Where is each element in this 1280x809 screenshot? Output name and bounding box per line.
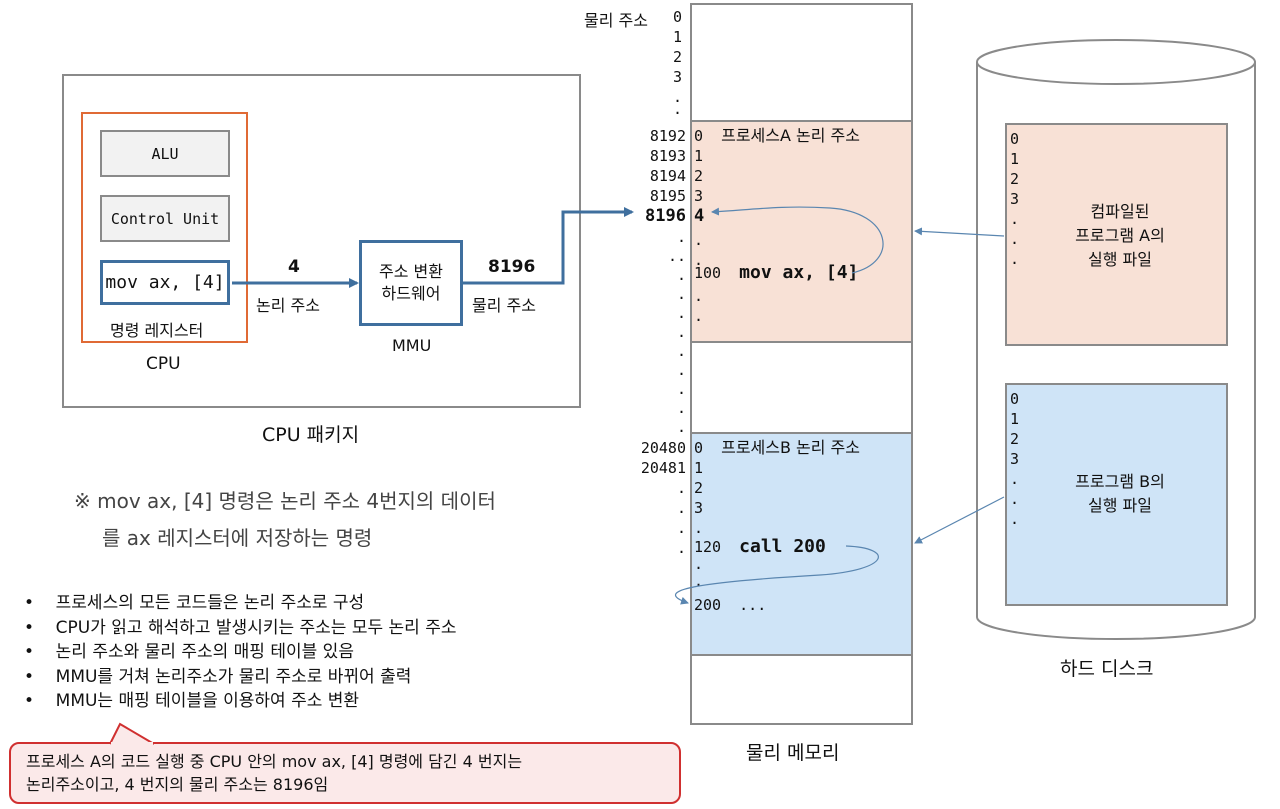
alu-label: ALU bbox=[151, 144, 179, 163]
address-header: 물리 주소 bbox=[584, 11, 648, 30]
gap-dots: . . . . . bbox=[676, 342, 686, 436]
process-a-phys-addresses: 8192 8193 8194 8195 8196 bbox=[630, 126, 686, 226]
program-a-file bbox=[1005, 123, 1228, 346]
list-item: • MMU를 거쳐 논리주소가 물리 주소로 바뀌어 출력 bbox=[24, 666, 412, 687]
process-b-phys-addresses: 20480 20481 . . . . bbox=[640, 439, 686, 557]
logical-address-value: 4 bbox=[288, 257, 300, 277]
process-b-region bbox=[690, 432, 913, 656]
process-b-title: 프로세스B 논리 주소 bbox=[721, 438, 861, 457]
control-unit-label: Control Unit bbox=[110, 209, 220, 228]
process-a-logical: 0 프로세스A 논리 주소 1 2 3 4 . . bbox=[694, 126, 860, 269]
memory-label: 물리 메모리 bbox=[746, 742, 840, 764]
instruction-register-label: 명령 레지스터 bbox=[110, 321, 204, 340]
instruction-text: mov ax, [4] bbox=[105, 272, 225, 293]
phys-8196: 8196 bbox=[645, 206, 686, 226]
callout-text: 프로세스 A의 코드 실행 중 CPU 안의 mov ax, [4] 명령에 담… bbox=[26, 750, 522, 796]
physical-address-label: 물리 주소 bbox=[472, 296, 536, 315]
program-b-file bbox=[1005, 383, 1228, 606]
alu-box: ALU bbox=[100, 130, 230, 177]
callout-line2: 논리주소이고, 4 번지의 물리 주소는 8196임 bbox=[26, 775, 329, 794]
program-a-description: 컴파일된 프로그램 A의 실행 파일 bbox=[1075, 202, 1165, 269]
mmu-box: 주소 변환 하드웨어 bbox=[359, 240, 463, 326]
program-b-description: 프로그램 B의 실행 파일 bbox=[1075, 472, 1165, 515]
mmu-box-line2: 하드웨어 bbox=[381, 284, 441, 303]
callout-line1: 프로세스 A의 코드 실행 중 CPU 안의 mov ax, [4] 명령에 담… bbox=[26, 752, 523, 771]
note-line2: 를 ax 레지스터에 저장하는 명령 bbox=[102, 526, 373, 550]
callout-box bbox=[9, 742, 681, 804]
list-item: • CPU가 읽고 해석하고 발생시키는 주소는 모두 논리 주소 bbox=[24, 617, 457, 638]
list-item: • 프로세스의 모든 코드들은 논리 주소로 구성 bbox=[24, 593, 365, 613]
cpu-package-label: CPU 패키지 bbox=[262, 424, 360, 446]
mmu-box-line1: 주소 변환 bbox=[379, 262, 443, 281]
process-a-title: 프로세스A 논리 주소 bbox=[721, 126, 860, 145]
list-item: • MMU는 매핑 테이블을 이용하여 주소 변환 bbox=[24, 691, 360, 711]
note-line1: ※ mov ax, [4] 명령은 논리 주소 4번지의 데이터 bbox=[74, 489, 496, 513]
bullet-list: • 프로세스의 모든 코드들은 논리 주소로 구성 • CPU가 읽고 해석하고… bbox=[24, 591, 457, 714]
process-a-left-dots: . .. . . . . bbox=[667, 228, 686, 341]
logical-4: 4 bbox=[694, 206, 705, 226]
cpu-box bbox=[81, 112, 248, 343]
cpu-label: CPU bbox=[146, 354, 181, 374]
disk-label: 하드 디스크 bbox=[1060, 658, 1154, 680]
mmu-label: MMU bbox=[392, 336, 432, 355]
list-item: • 논리 주소와 물리 주소의 매핑 테이블 있음 bbox=[24, 642, 354, 662]
control-unit-box: Control Unit bbox=[100, 195, 230, 242]
instruction-register: mov ax, [4] bbox=[100, 260, 230, 305]
process-b-logical: 0 프로세스B 논리 주소 1 2 3 . bbox=[694, 438, 861, 537]
logical-address-label: 논리 주소 bbox=[256, 296, 320, 315]
